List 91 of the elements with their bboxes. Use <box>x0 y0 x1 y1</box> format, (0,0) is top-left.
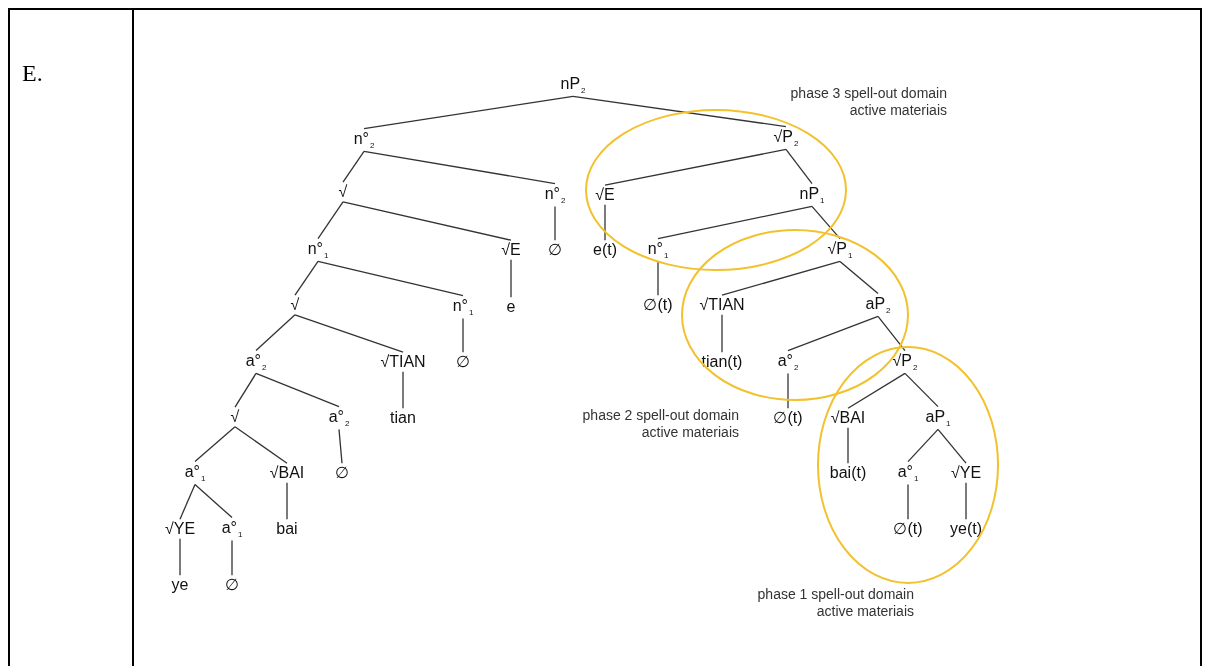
tree-branch <box>721 260 841 296</box>
tree-branch <box>231 539 233 576</box>
tree-node-label: √E <box>501 241 521 259</box>
tree-node-label: n°$_{1}$ <box>452 296 474 318</box>
tree-branch <box>179 483 196 520</box>
tree-branch <box>811 205 841 240</box>
tree-branch <box>342 201 512 241</box>
tree-branch <box>787 372 789 409</box>
tree-branch <box>363 95 574 130</box>
tree-branch <box>965 482 967 520</box>
tree-branch <box>785 148 813 185</box>
row-label: E. <box>22 60 43 87</box>
tree-node-label: n°$_{2}$ <box>544 184 566 206</box>
tree-node-label: bai(t) <box>829 464 867 482</box>
tree-node-label: √YE <box>164 520 196 538</box>
tree-node-label: n°$_{2}$ <box>353 129 375 151</box>
tree-branch <box>847 372 906 409</box>
tree-node-label: nP$_{1}$ <box>799 184 825 206</box>
tree-node-label: ∅(t) <box>643 296 673 314</box>
tree-branch <box>877 315 906 352</box>
tree-node-label: a°$_{1}$ <box>184 462 206 484</box>
tree-node-label: e(t) <box>593 241 617 259</box>
tree-branch <box>255 314 296 352</box>
tree-node-label: √ <box>338 183 348 201</box>
tree-branch <box>839 260 879 295</box>
tree-node-label: √P$_{2}$ <box>892 351 918 373</box>
tree-branch <box>402 371 404 409</box>
tree-node-label: √ <box>230 408 240 426</box>
tree-branch <box>847 427 849 464</box>
phase-annotation: phase 2 spell-out domain active materiais <box>581 407 739 441</box>
tree-node-label: ∅ <box>225 576 239 594</box>
tree-node-label: a°$_{1}$ <box>897 462 919 484</box>
tree-node-label: √TIAN <box>380 353 426 371</box>
tree-branch <box>604 204 606 241</box>
tree-node-label: e <box>506 298 516 316</box>
tree-node-label: nP$_{2}$ <box>560 74 586 96</box>
tree-branch <box>342 150 365 183</box>
tree-branch <box>554 205 556 241</box>
tree-branch <box>194 426 236 463</box>
tree-branch <box>572 95 787 128</box>
tree-branch <box>179 538 181 576</box>
tree-node-label: aP$_{1}$ <box>925 407 951 429</box>
tree-node-label: ye <box>171 576 189 594</box>
tree-branch <box>657 260 659 296</box>
tree-node-label: bai <box>276 520 298 538</box>
tree-branch <box>904 372 939 408</box>
tree-branch <box>907 483 909 520</box>
phase-annotation: phase 1 spell-out domain active materiais <box>756 586 914 620</box>
tree-branch <box>604 148 787 186</box>
tree-node-label: √P$_{2}$ <box>773 127 799 149</box>
tree-branch <box>338 428 343 464</box>
tree-node-label: ∅ <box>456 353 470 371</box>
tree-branch <box>234 426 288 464</box>
tree-node-label: √TIAN <box>699 296 745 314</box>
tree-node-label: √BAI <box>269 464 305 482</box>
tree-node-label: a°$_{2}$ <box>777 351 799 373</box>
tree-branch <box>255 372 340 408</box>
tree-branch <box>657 205 813 240</box>
phase-annotation: phase 3 spell-out domain active materiais <box>789 85 947 119</box>
tree-node-label: a°$_{2}$ <box>245 351 267 373</box>
tree-branch <box>317 201 344 240</box>
tree-node-label: √P$_{1}$ <box>827 239 853 261</box>
tree-node-label: a°$_{2}$ <box>328 407 350 429</box>
tree-node-label: tian(t) <box>701 353 743 371</box>
tree-branch <box>234 372 257 408</box>
tree-node-label: ∅(t) <box>773 409 803 427</box>
tree-branch <box>363 150 556 185</box>
tree-node-label: √E <box>595 186 615 204</box>
tree-branch <box>194 483 233 519</box>
tree-node-label: √ <box>290 296 300 314</box>
tree-node-label: ye(t) <box>950 520 982 538</box>
tree-node-label: n°$_{1}$ <box>647 239 669 261</box>
tree-branch <box>721 314 723 353</box>
tree-branch <box>787 315 879 352</box>
tree-branch <box>286 482 288 520</box>
tree-node-label: √YE <box>950 464 982 482</box>
tree-branch <box>937 428 967 464</box>
tree-branch <box>462 317 464 353</box>
tree-node-label: ∅ <box>548 241 562 259</box>
tree-branch <box>294 314 404 353</box>
tree-node-label: n°$_{1}$ <box>307 239 329 261</box>
tree-node-label: tian <box>390 409 416 427</box>
tree-branch <box>294 260 319 296</box>
tree-node-label: ∅(t) <box>893 520 923 538</box>
tree-branch <box>510 259 512 298</box>
tree-branch <box>907 428 939 463</box>
tree-node-label: ∅ <box>335 464 349 482</box>
tree-node-label: √BAI <box>830 409 866 427</box>
tree-node-label: a°$_{1}$ <box>221 518 243 540</box>
tree-branch <box>317 260 464 297</box>
tree-node-label: aP$_{2}$ <box>865 294 891 316</box>
